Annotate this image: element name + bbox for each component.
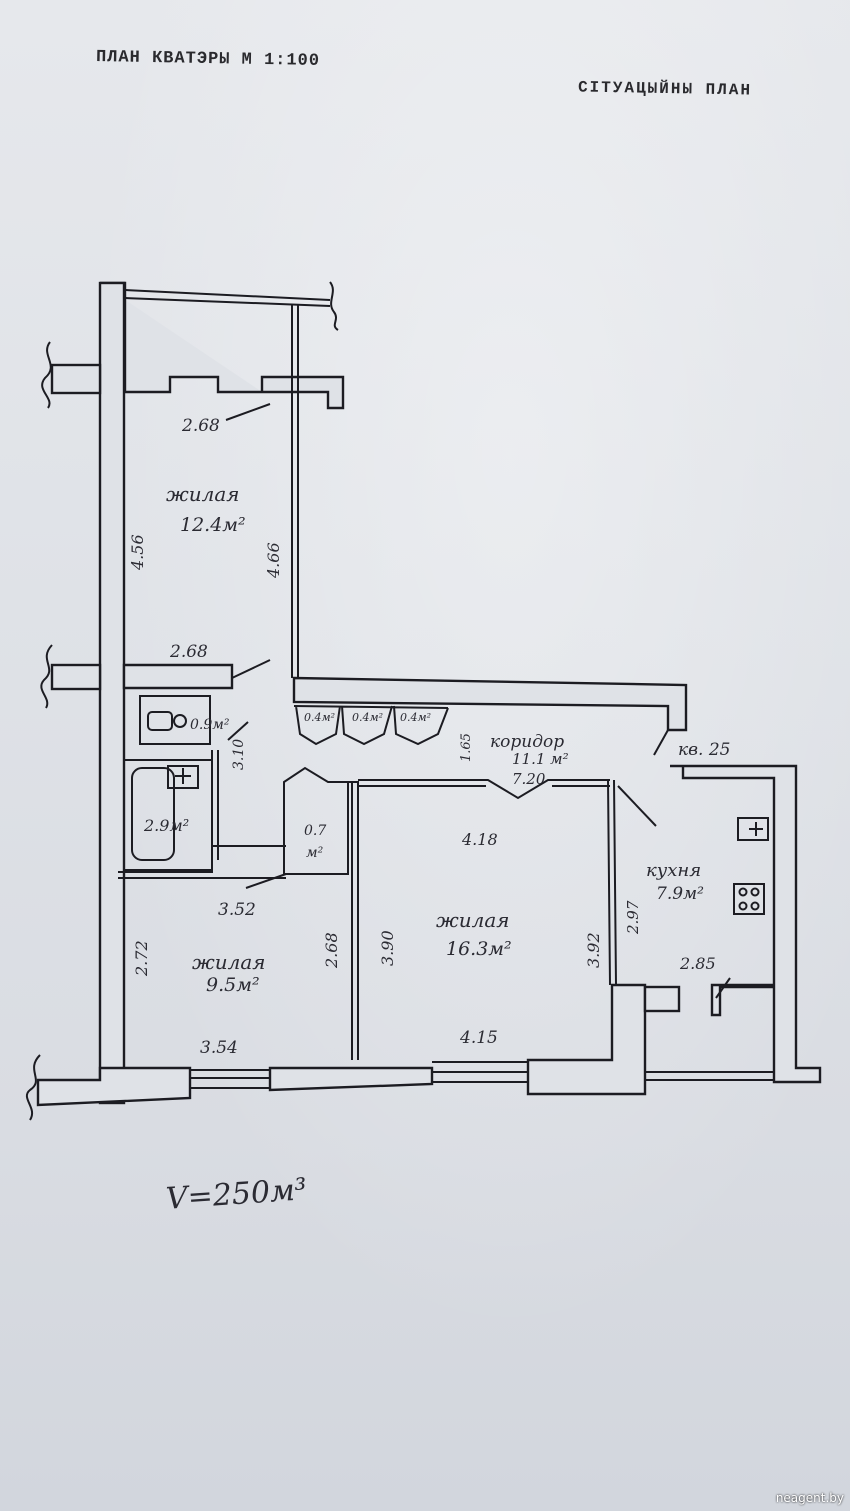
bedroom-right-partition [291,305,299,678]
leader-mid-wall [231,659,271,679]
bath-tub [131,767,175,861]
corridor-name: коридор [490,732,565,752]
leader-kitchen-dim [715,977,731,999]
bath-area: 2.9м² [144,816,190,835]
big-room-width-bottom: 4.15 [460,1028,498,1048]
apartment-number: кв. 25 [678,740,731,760]
storage-area-value: 0.7 [304,823,327,839]
corridor-length: 7.20 [512,770,546,788]
big-room-name: жилая [436,908,510,932]
kitchen-bottom-block [643,985,681,1013]
watermark: neagent.by [775,1491,844,1505]
big-room-left-dim: 3.90 [378,930,397,966]
balcony-break-line [329,281,339,331]
leader-bath [227,721,249,741]
top-room-right-dim: 4.66 [264,542,283,578]
kitchen-sink [737,817,769,841]
kitchen-area: 7.9м² [656,884,704,904]
wc-area: 0.9м² [190,717,230,733]
wall-between-top-room-and-bath [122,663,234,690]
small-room-right-dim: 2.68 [322,932,341,968]
top-room-left-dim: 4.56 [128,534,147,570]
small-room-left-dim: 2.72 [132,940,151,976]
kitchen-bottom-dim: 2.85 [680,954,716,973]
storage-area-unit: м² [306,845,324,861]
leader-apartment [653,729,669,756]
wc-toilet [147,711,173,731]
balcony-railing [124,289,331,307]
outer-wall-bottom-right [526,983,647,1096]
wall-stub-middle [50,663,102,691]
outer-wall-left [100,281,345,410]
small-room-width-top: 3.52 [218,900,256,920]
bath-sink [167,765,199,789]
big-room-width-top: 4.18 [462,830,498,849]
closet-outline [293,705,449,746]
bottom-left-break [25,1054,41,1121]
corridor-width: 1.65 [459,733,474,762]
big-room-area: 16.3м² [446,938,512,960]
big-room-right-dim: 3.92 [584,932,603,968]
wall-big-bedroom-right [607,779,617,986]
wall-stub-top [50,363,102,395]
top-room-width-bottom: 2.68 [170,642,208,662]
wall-big-bedroom-top [358,779,610,800]
outer-wall-left-column [98,281,126,1105]
left-break-middle [40,644,53,709]
small-room-name: жилая [192,950,266,974]
kitchen-right-wall [670,764,822,1084]
outer-wall-bottom-mid [268,1066,434,1092]
window-small-bedroom [190,1069,270,1089]
window-kitchen [645,1071,774,1081]
corridor-area: 11.1 м² [512,750,569,768]
closet-3-area: 0.4м² [400,711,432,724]
wall-small-and-big-bedroom [348,781,359,1060]
bath-dim: 3.10 [231,738,247,770]
small-room-area: 9.5м² [206,974,260,996]
leader-top-room [225,403,271,421]
bath-door-arc [211,750,219,860]
leader-storage [245,873,287,889]
closet-1-area: 0.4м² [304,711,336,724]
top-room-name: жилая [166,482,240,506]
outer-wall-bottom [36,1066,192,1107]
wc-room [139,695,211,745]
kitchen-door-line [617,785,657,827]
window-big-bedroom [432,1061,528,1083]
kitchen-stove [733,883,765,915]
kitchen-left-dim: 2.97 [624,900,642,934]
left-break-top [41,341,52,409]
kitchen-name: кухня [646,860,702,881]
partition-bath-bedroom [118,845,286,879]
top-room-width-top: 2.68 [182,416,220,436]
closet-2-area: 0.4м² [352,711,384,724]
top-room-area: 12.4м² [180,514,246,536]
small-room-width-bottom: 3.54 [200,1038,238,1058]
